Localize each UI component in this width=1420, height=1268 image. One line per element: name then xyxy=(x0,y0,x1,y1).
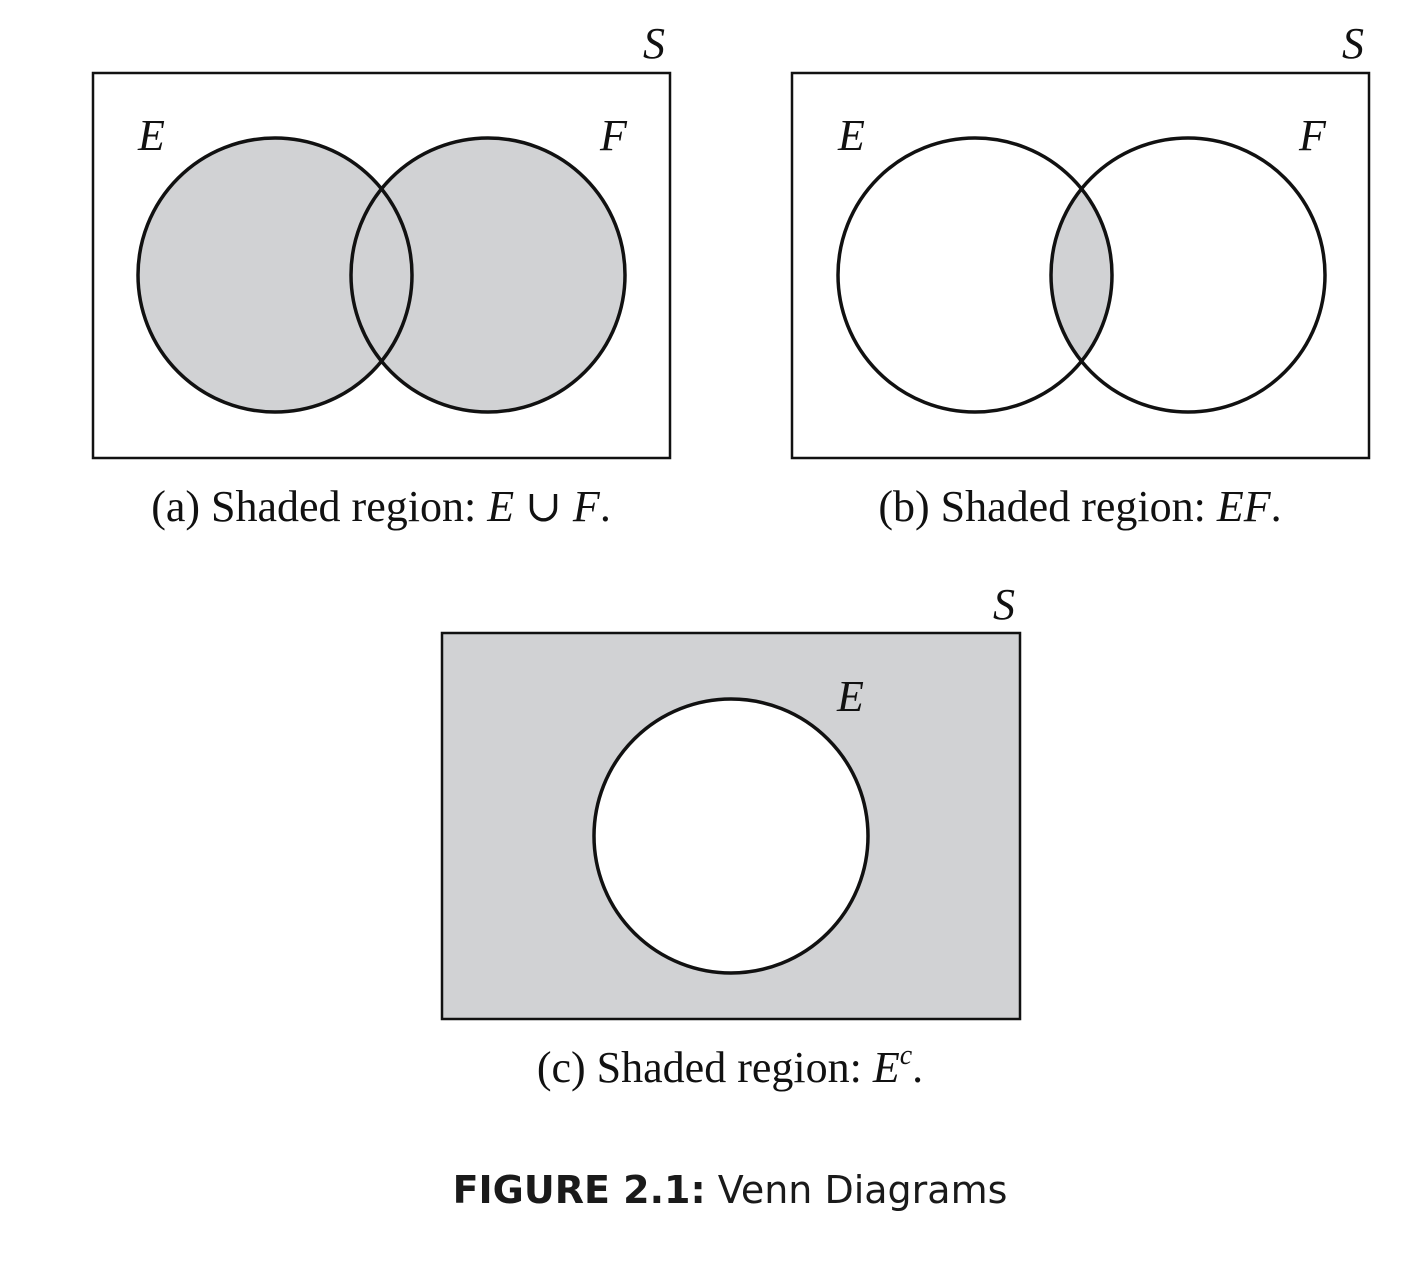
caption-c-suffix: . xyxy=(912,1043,923,1092)
sample-space-label-b: S xyxy=(1342,19,1364,68)
sample-space-label-c: S xyxy=(993,580,1015,629)
caption-c-prefix: (c) Shaded region: xyxy=(537,1043,873,1092)
caption-b-suffix: . xyxy=(1271,482,1282,531)
set-e-label-c: E xyxy=(836,672,864,721)
set-f-circle-a xyxy=(349,136,627,414)
caption-a-suffix: . xyxy=(600,482,611,531)
sample-space-label-a: S xyxy=(643,19,665,68)
set-e-label-a: E xyxy=(137,111,165,160)
caption-a: (a) Shaded region: E ∪ F. xyxy=(151,482,611,531)
caption-c-sup: c xyxy=(900,1040,913,1071)
panel-a: S E F (a) Shaded region: E ∪ F. xyxy=(91,19,672,531)
caption-c-math: E xyxy=(872,1043,900,1092)
set-e-circle-a xyxy=(136,136,414,414)
panel-c: S E (c) Shaded region: Ec. xyxy=(440,580,1022,1092)
set-f-label-b: F xyxy=(1298,111,1327,160)
caption-b: (b) Shaded region: EF. xyxy=(878,482,1281,531)
caption-a-math: E ∪ F xyxy=(486,482,601,531)
set-f-label-a: F xyxy=(599,111,628,160)
figure-number: FIGURE 2.1: xyxy=(452,1168,706,1212)
set-f-circle-b xyxy=(1049,136,1327,414)
figure-caption: FIGURE 2.1: Venn Diagrams xyxy=(0,1168,1420,1212)
panel-b: S E F (b) Shaded region: EF. xyxy=(790,19,1371,531)
set-e-circle-c xyxy=(592,697,870,975)
set-f-fill-a xyxy=(351,138,625,412)
figure-title: Venn Diagrams xyxy=(717,1168,1008,1212)
set-e-fill-a xyxy=(138,138,412,412)
caption-c: (c) Shaded region: Ec. xyxy=(537,1040,923,1092)
set-e-label-b: E xyxy=(837,111,865,160)
caption-b-prefix: (b) Shaded region: xyxy=(878,482,1216,531)
set-e-circle-b xyxy=(836,136,1114,414)
caption-a-prefix: (a) Shaded region: xyxy=(151,482,487,531)
caption-b-math: EF xyxy=(1216,482,1272,531)
